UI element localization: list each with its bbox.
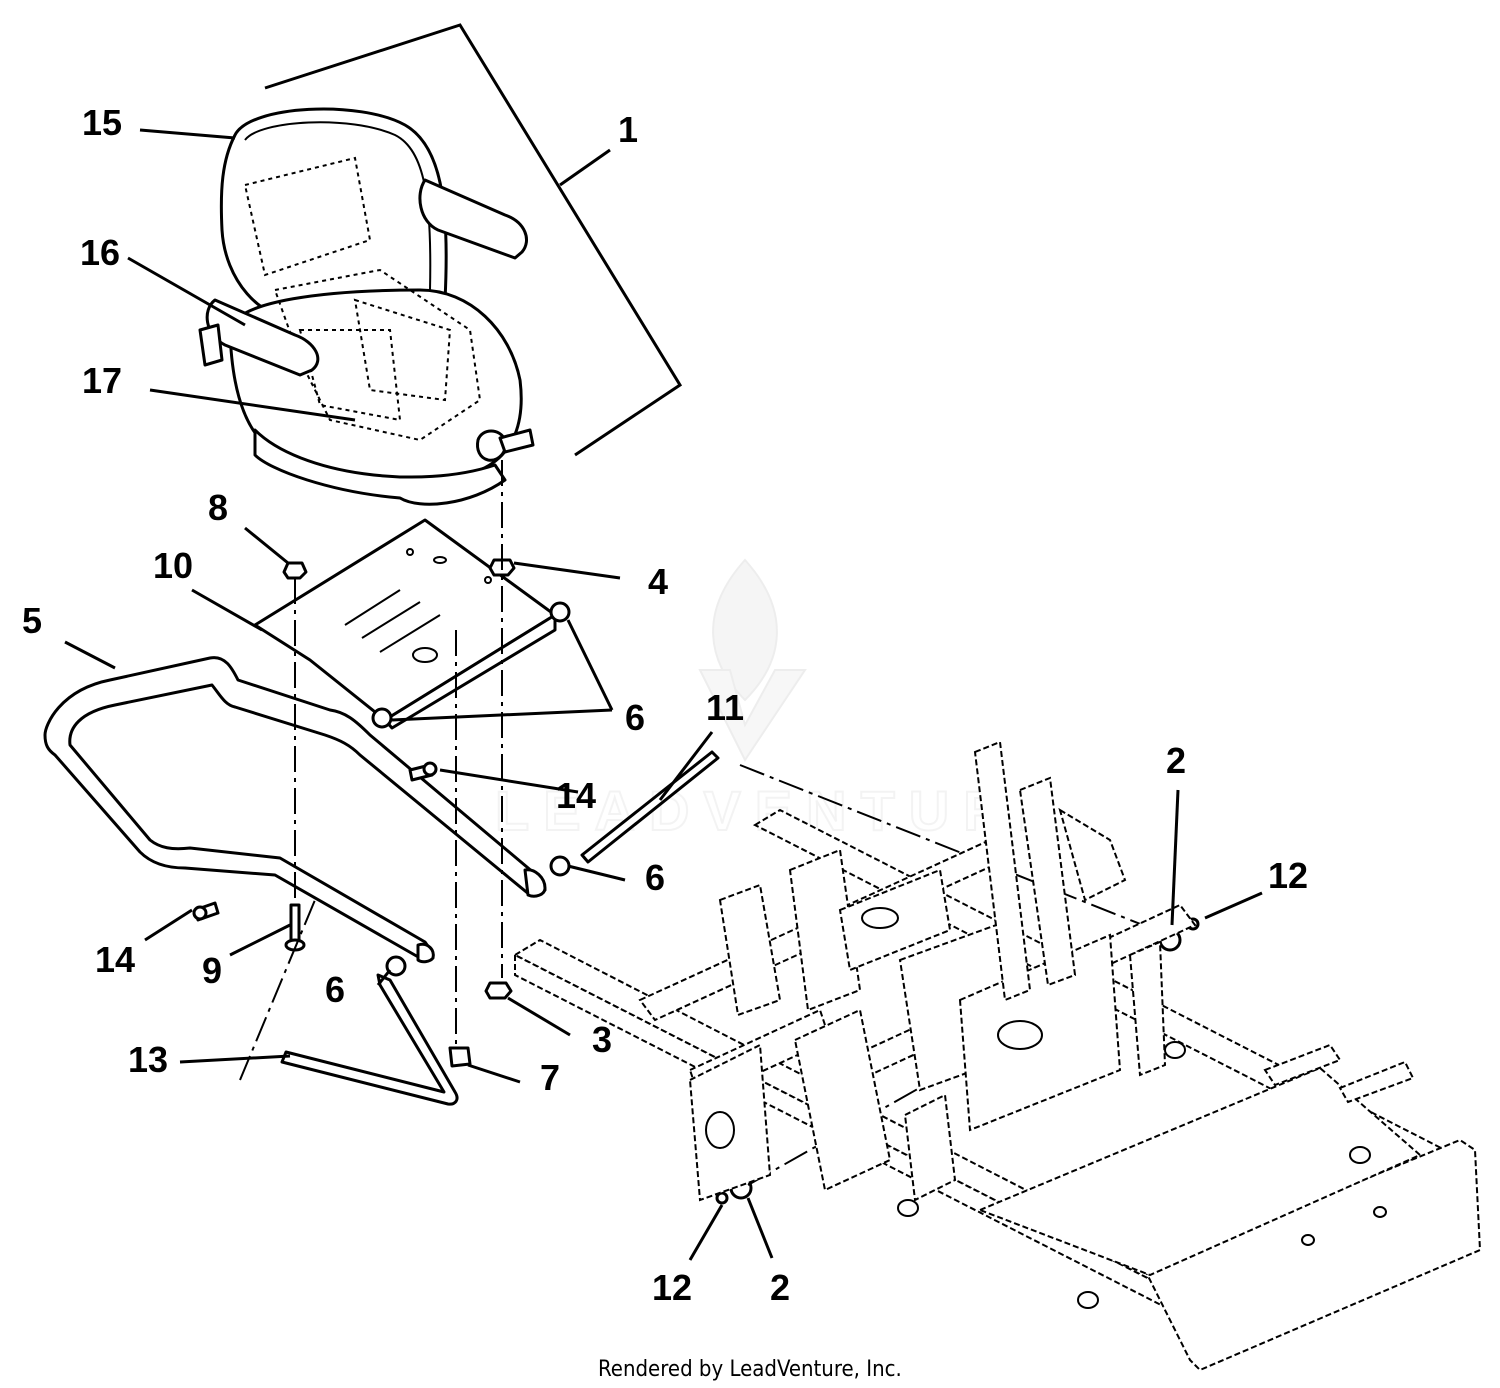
bushing-6-upper bbox=[549, 601, 571, 623]
callout-11: 11 bbox=[706, 687, 744, 728]
callout-labels: 15 16 17 1 8 10 5 4 6 14 6 11 14 9 6 3 1… bbox=[22, 102, 1308, 1308]
callout-16: 16 bbox=[80, 232, 120, 273]
bushing-6-mid bbox=[549, 855, 571, 877]
clip-7 bbox=[448, 1046, 472, 1068]
callout-14-upper: 14 bbox=[556, 775, 596, 816]
nut-8 bbox=[282, 561, 308, 580]
mower-chassis bbox=[512, 740, 1482, 1372]
seat-mounting-plate bbox=[253, 518, 557, 730]
right-armrest bbox=[418, 178, 528, 260]
callout-6-lower: 6 bbox=[325, 969, 345, 1010]
rod-13 bbox=[280, 973, 459, 1106]
bushing-6-rod bbox=[385, 955, 407, 977]
callout-12-right: 12 bbox=[1268, 855, 1308, 896]
callout-9: 9 bbox=[202, 950, 222, 991]
callout-2-left: 2 bbox=[770, 1267, 790, 1308]
callout-2-right: 2 bbox=[1166, 740, 1186, 781]
callout-4: 4 bbox=[648, 561, 668, 602]
callout-3: 3 bbox=[592, 1019, 612, 1060]
callout-6-mid: 6 bbox=[645, 857, 665, 898]
seat-back bbox=[219, 107, 448, 322]
seat-pan bbox=[253, 428, 507, 506]
callout-12-left: 12 bbox=[652, 1267, 692, 1308]
callout-7: 7 bbox=[540, 1057, 560, 1098]
seat-assembly-bracket bbox=[264, 23, 683, 457]
callout-10: 10 bbox=[153, 545, 193, 586]
callout-8: 8 bbox=[208, 487, 228, 528]
callout-17: 17 bbox=[82, 360, 122, 401]
callout-5: 5 bbox=[22, 600, 42, 641]
callout-15: 15 bbox=[82, 102, 122, 143]
callout-1: 1 bbox=[618, 109, 638, 150]
seat-assembly bbox=[198, 23, 683, 506]
leader-lines bbox=[64, 128, 1263, 1261]
bushing-6-lower bbox=[371, 707, 393, 729]
washer-12-left bbox=[715, 1191, 729, 1205]
nut-3 bbox=[484, 981, 513, 1000]
callout-13: 13 bbox=[128, 1039, 168, 1080]
hardware bbox=[192, 558, 1200, 1205]
callout-6-upper: 6 bbox=[625, 697, 645, 738]
footer-credit: Rendered by LeadVenture, Inc. bbox=[598, 1357, 902, 1382]
callout-14-lower: 14 bbox=[95, 939, 135, 980]
